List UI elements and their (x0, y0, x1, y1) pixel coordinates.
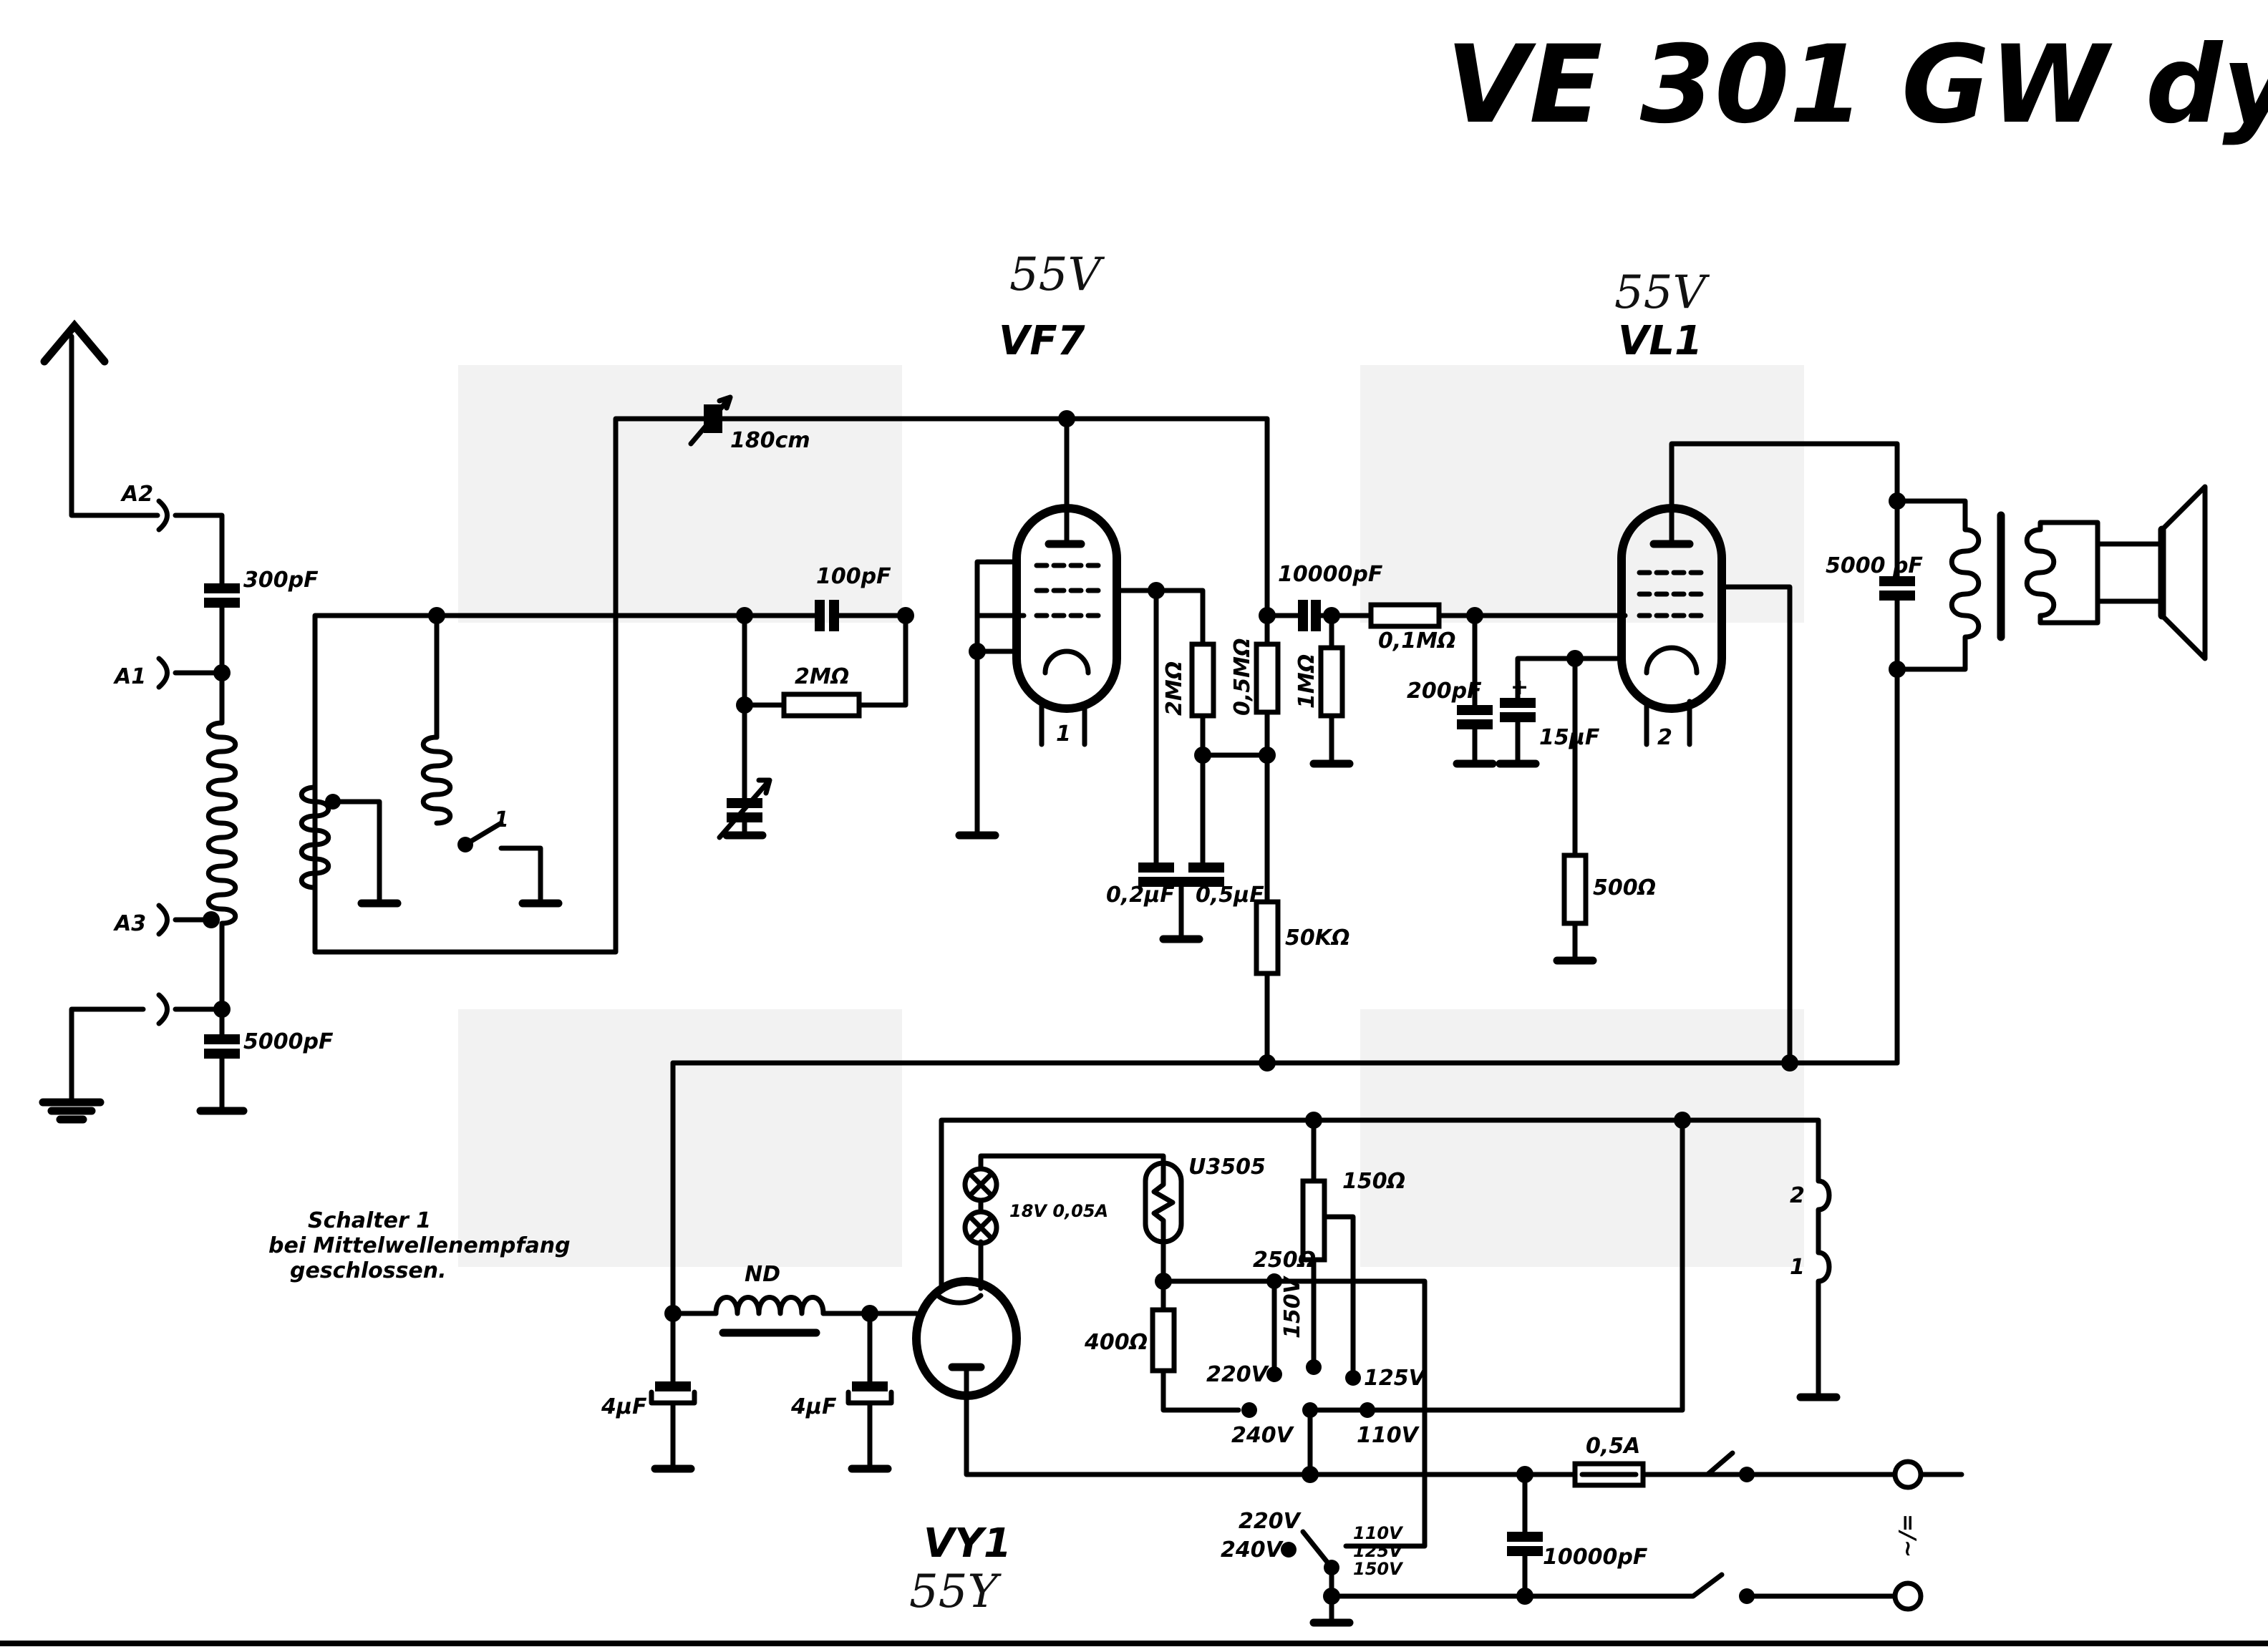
svg-text:2MΩ: 2MΩ (795, 664, 849, 689)
resistor-50k (1254, 899, 1281, 976)
svg-text:100pF: 100pF (816, 564, 891, 589)
svg-text:125V: 125V (1364, 1366, 1428, 1391)
capacitor-5000pf (204, 1034, 240, 1059)
svg-text:4µF: 4µF (601, 1394, 647, 1419)
svg-text:1: 1 (1056, 721, 1071, 747)
output-transformer-icon (1894, 498, 1982, 672)
svg-text:220V: 220V (1206, 1362, 1270, 1387)
resistor-1m (1318, 645, 1345, 719)
svg-text:=/~: =/~ (1895, 1514, 1920, 1558)
svg-text:geschlossen.: geschlossen. (290, 1258, 447, 1283)
variable-capacitor-icon (717, 777, 772, 840)
potentiometer-150 (1300, 1178, 1327, 1263)
svg-text:10000pF: 10000pF (1278, 562, 1383, 587)
svg-text:4µF: 4µF (790, 1394, 837, 1419)
svg-text:150V: 150V (1353, 1559, 1404, 1579)
svg-text:+: + (1511, 675, 1528, 700)
svg-text:1MΩ: 1MΩ (1294, 654, 1319, 709)
svg-text:500Ω: 500Ω (1593, 875, 1656, 900)
choke-icon (713, 1295, 826, 1316)
mains-terminal[interactable] (1892, 1580, 1924, 1612)
vy1-label: VY1 (924, 1520, 1012, 1567)
svg-text:0,5MΩ: 0,5MΩ (1230, 638, 1255, 716)
svg-text:220V: 220V (1239, 1509, 1302, 1534)
svg-text:10000pF: 10000pF (1543, 1545, 1648, 1570)
vf7-voltage-note: 55V (1009, 248, 1105, 301)
svg-text:0,2µF: 0,2µF (1106, 883, 1175, 908)
trimmer-icon (688, 394, 733, 447)
vl1-label: VL1 (1618, 318, 1702, 364)
svg-text:2: 2 (1790, 1183, 1805, 1208)
svg-text:0,5A: 0,5A (1586, 1434, 1640, 1459)
svg-text:200pF: 200pF (1407, 679, 1482, 704)
switch-1-icon (462, 820, 504, 847)
svg-text:300pF: 300pF (243, 568, 319, 593)
svg-text:110V: 110V (1353, 1523, 1404, 1543)
svg-text:2MΩ: 2MΩ (1162, 661, 1187, 716)
resistor-screen (1189, 641, 1216, 719)
svg-text:250Ω: 250Ω (1253, 1248, 1316, 1273)
schematic-title: VE 301 GW dyn (1446, 23, 2268, 147)
capacitor-10000pf (1298, 600, 1321, 631)
svg-text:0,5µF: 0,5µF (1196, 883, 1264, 908)
svg-text:bei Mittelwellenempfang: bei Mittelwellenempfang (268, 1233, 571, 1258)
svg-text:150Ω: 150Ω (1342, 1169, 1405, 1194)
svg-text:18V 0,05A: 18V 0,05A (1009, 1201, 1108, 1221)
svg-text:240V: 240V (1221, 1537, 1284, 1563)
svg-text:240V: 240V (1231, 1423, 1295, 1448)
vl1-stage: 2 + 15µF 500Ω 5000 pF (1496, 441, 2208, 1066)
antenna-icon (40, 319, 109, 366)
vf7-tube-icon (1012, 504, 1121, 713)
mains-terminal[interactable] (1892, 1459, 1924, 1490)
capacitor-5000pf-speaker (1879, 576, 1915, 601)
vf7-stage: 100pF 2MΩ 180cm 1 (613, 394, 1628, 1072)
svg-text:2: 2 (1657, 725, 1672, 750)
switch-note: Schalter 1 bei Mittelwellenempfang gesch… (268, 1208, 571, 1283)
vy1-voltage-note: 55Y (909, 1565, 1002, 1618)
resistor-400 (1150, 1307, 1177, 1374)
svg-text:ND: ND (745, 1262, 780, 1287)
svg-text:A3: A3 (113, 911, 146, 936)
antenna-coil-icon (205, 670, 238, 1012)
svg-text:Schalter 1: Schalter 1 (308, 1208, 431, 1233)
svg-text:180cm: 180cm (730, 428, 810, 453)
svg-text:125V: 125V (1353, 1541, 1404, 1561)
resistor-plate (1254, 641, 1281, 715)
input-coils: 1 (299, 416, 1070, 955)
svg-text:0,1MΩ: 0,1MΩ (1378, 628, 1456, 653)
svg-text:150V: 150V (1280, 1275, 1305, 1338)
speaker-icon (2095, 541, 2165, 604)
svg-text:5000pF: 5000pF (243, 1029, 334, 1054)
ground-icon (39, 1098, 105, 1124)
vf7-label: VF7 (999, 318, 1085, 364)
capacitor-300pf (204, 583, 240, 608)
svg-text:1: 1 (1790, 1255, 1805, 1280)
coil-icon (420, 734, 453, 826)
resistor-500 (1561, 852, 1589, 926)
vl1-voltage-note: 55V (1614, 266, 1710, 319)
svg-text:A1: A1 (113, 664, 146, 689)
svg-text:110V: 110V (1357, 1423, 1420, 1448)
resistor-2m (781, 691, 862, 719)
svg-text:15µF: 15µF (1539, 725, 1600, 750)
resistor-0-1m (1368, 602, 1442, 629)
capacitor-10000pf-mains (1507, 1532, 1543, 1556)
capacitor-100pf (815, 600, 839, 631)
field-coil-icon (1680, 1117, 1832, 1399)
power-supply: ND 4µF 4µF 18V 0,05A U35 (601, 1112, 1964, 1627)
coil-icon (299, 784, 331, 890)
svg-text:5000 pF: 5000 pF (1826, 553, 1923, 578)
barretter-icon (1143, 1160, 1184, 1245)
antenna-section: 300pF A1 A2 A3 5000pF (39, 319, 334, 1124)
svg-text:50KΩ: 50KΩ (1285, 925, 1350, 951)
svg-text:400Ω: 400Ω (1084, 1330, 1148, 1355)
svg-text:1: 1 (494, 807, 509, 832)
svg-text:A2: A2 (120, 482, 153, 507)
watermark (458, 365, 1804, 1267)
svg-text:U3505: U3505 (1188, 1155, 1266, 1180)
